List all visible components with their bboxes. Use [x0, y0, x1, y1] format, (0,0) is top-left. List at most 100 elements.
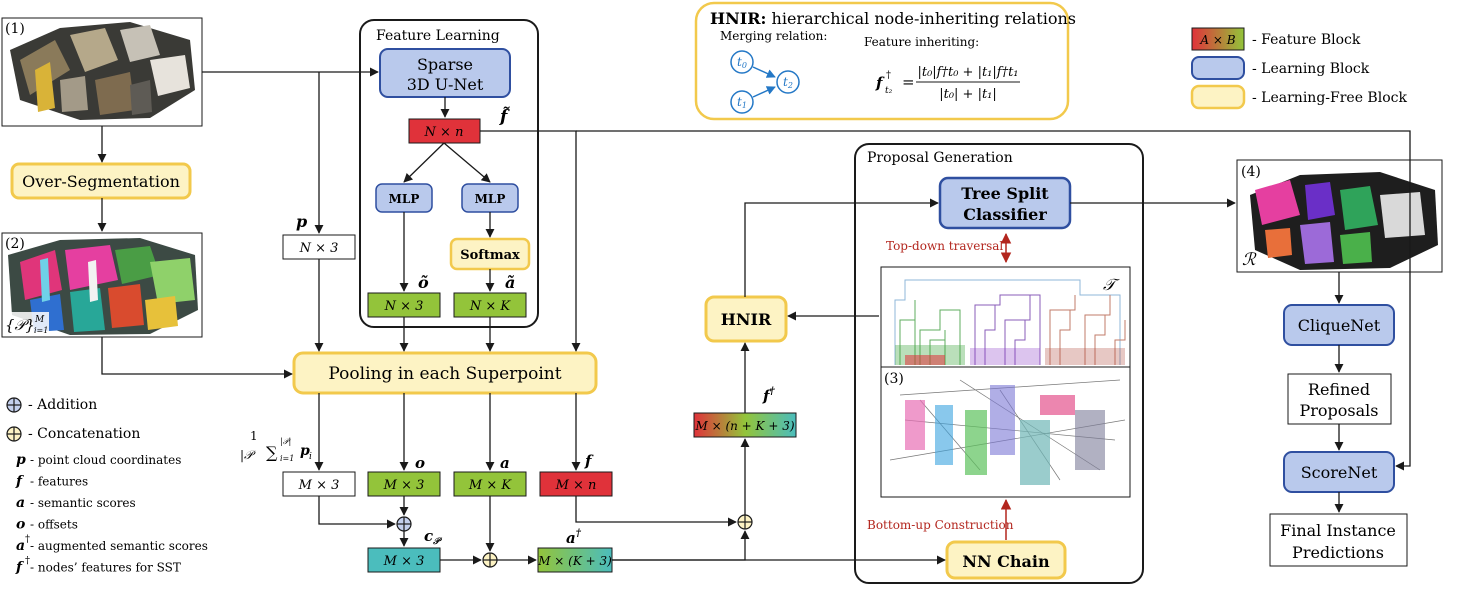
- mean-formula-one: 1: [250, 429, 258, 443]
- symbol-f-dagger: f†: [762, 386, 775, 405]
- block-M-by-3-offset-label: M × 3: [383, 478, 425, 493]
- scorenet-label: ScoreNet: [1301, 463, 1378, 482]
- symbol-a-dagger-base: a: [566, 529, 576, 547]
- panel-label-4: (4): [1241, 164, 1261, 180]
- tree-split-classifier-node: Tree Split Classifier: [938, 176, 1072, 230]
- symbol-c-p-base: c: [424, 527, 433, 545]
- node-t2: t2: [776, 70, 800, 94]
- addition-icon: [6, 397, 22, 413]
- symbol-o-tilde: õ: [418, 273, 429, 292]
- caption-sub: i=1: [34, 326, 48, 335]
- dendrogram-panel: 𝒯: [880, 266, 1131, 368]
- caption-brace-close: }: [25, 316, 35, 334]
- block-N-by-3-offset-label: N × 3: [384, 299, 424, 314]
- hnir-node: HNIR: [704, 295, 788, 343]
- merging-relation-label: Merging relation:: [720, 29, 827, 43]
- block-M-by-K-label: M × K: [468, 478, 512, 493]
- formula-lhs: f: [875, 74, 885, 92]
- block-N-by-K: N × K: [453, 292, 527, 318]
- final-predictions-node: Final Instance Predictions: [1269, 513, 1408, 567]
- legend-learning-block: - Learning Block: [1252, 61, 1370, 77]
- proposal-generation-title: Proposal Generation: [867, 150, 1013, 166]
- block-N-by-3-offset: N × 3: [367, 292, 441, 318]
- legend-var-description: - features: [30, 475, 88, 489]
- panel-label-1: (1): [5, 21, 25, 37]
- node-t1-sub: 1: [742, 101, 747, 110]
- symbol-p: p: [296, 212, 307, 231]
- legend-symbols: - Addition - Concatenation p- point clou…: [6, 397, 208, 576]
- legend-var-symbol: f: [15, 474, 25, 490]
- node-t1: t1: [730, 90, 754, 114]
- caption-sup: M: [34, 315, 45, 325]
- over-segmentation-label: Over-Segmentation: [22, 172, 180, 191]
- sparse-unet-line2: 3D U-Net: [407, 75, 484, 94]
- formula-lhs-sub: t₂: [885, 86, 893, 96]
- formula-lhs-sup: †: [886, 70, 891, 81]
- svg-text:HNIR: hierarchical node-inheri: HNIR: hierarchical node-inheriting relat…: [710, 9, 1076, 28]
- block-M-by-K: M × K: [453, 471, 527, 497]
- block-M-by-n-K-3-label: M × (n + K + 3): [694, 419, 794, 433]
- feature-inheriting-formula: f † t₂ = |t₀|f†t₀ + |t₁|f†t₁ |t₀| + |t₁|: [875, 65, 1020, 102]
- node-t2-label: t: [783, 75, 788, 89]
- pooling-label: Pooling in each Superpoint: [328, 364, 561, 384]
- node-t0: t0: [730, 50, 754, 74]
- edges: [97, 67, 1411, 565]
- symbol-f-dagger-sup: †: [769, 386, 775, 397]
- refined-line2: Proposals: [1300, 401, 1379, 420]
- addition-op: [396, 516, 412, 532]
- svg-text:f: f: [875, 74, 885, 92]
- bottom-up-label: Bottom-up Construction: [867, 518, 1014, 532]
- symbol-c-p-sub: 𝒫: [432, 537, 442, 547]
- proposal-tree-panel: (3): [880, 366, 1131, 498]
- hnir-title-rest: hierarchical node-inheriting relations: [766, 9, 1076, 28]
- nn-chain-node: NN Chain: [945, 540, 1067, 580]
- block-M-by-n-label: M × n: [555, 478, 597, 493]
- svg-text:t2: t2: [783, 75, 793, 90]
- nn-chain-label: NN Chain: [962, 552, 1050, 571]
- mlp-left-node: MLP: [375, 183, 433, 213]
- feature-learning-container: Feature Learning Sparse 3D U-Net N × n f…: [359, 19, 539, 328]
- hnir-title-bold: HNIR:: [710, 9, 766, 28]
- block-N-by-3-coords-label: N × 3: [299, 241, 339, 256]
- legend-var-sup: †: [25, 534, 30, 545]
- block-M-by-3-coords: M × 3: [282, 471, 356, 497]
- hnir-node-label: HNIR: [721, 310, 772, 329]
- legend-var-sup: †: [25, 556, 30, 567]
- mlp-right-label: MLP: [475, 192, 506, 206]
- legend-concatenation: - Concatenation: [28, 426, 140, 442]
- formula-eq: =: [902, 73, 915, 91]
- svg-text:t0: t0: [737, 55, 747, 70]
- mlp-right-node: MLP: [461, 183, 519, 213]
- svg-text:t1: t1: [737, 95, 747, 110]
- formula-numerator: |t₀|f†t₀ + |t₁|f†t₁: [917, 65, 1018, 80]
- block-M-by-K-plus-3: M × (K + 3): [537, 547, 613, 573]
- feature-inheriting-label: Feature inheriting:: [864, 35, 979, 49]
- block-M-by-3-offset: M × 3: [367, 471, 441, 497]
- legend-feature-block-inner: A × B: [1199, 33, 1235, 47]
- concat-op-1: [482, 552, 498, 568]
- legend-var-description: - nodes’ features for SST: [30, 561, 181, 575]
- superpoint-set-caption: {𝒫} M i=1: [3, 312, 49, 335]
- legend-learning-free-block: - Learning-Free Block: [1252, 90, 1407, 106]
- legend-block-types: A × B - Feature Block - Learning Block -…: [1190, 27, 1407, 110]
- mean-formula-sum-sub: i=1: [280, 454, 294, 463]
- pooling-node: Pooling in each Superpoint: [292, 351, 598, 395]
- caption-brace-open: {: [5, 316, 15, 334]
- proposal-generation-container: Proposal Generation Tree Split Classifie…: [854, 143, 1144, 584]
- legend-var-symbol: a: [16, 495, 25, 511]
- sparse-unet-line1: Sparse: [417, 55, 473, 74]
- concat-op-2: [737, 514, 753, 530]
- block-M-by-3-centroid: M × 3: [367, 547, 441, 573]
- mean-formula: 1 |𝒫 ∑ |𝒫| i=1 p i: [240, 429, 312, 463]
- proposal-set-symbol: ℛ: [1242, 250, 1257, 270]
- cliquenet-label: CliqueNet: [1298, 316, 1381, 335]
- final-line2: Predictions: [1292, 543, 1384, 562]
- panel-label-2: (2): [5, 236, 25, 252]
- tree-split-line1: Tree Split: [961, 184, 1049, 203]
- node-t2-sub: 2: [787, 81, 793, 90]
- legend-var-symbol: a: [16, 538, 25, 554]
- symbol-o: o: [415, 454, 425, 472]
- legend-var-description: - augmented semantic scores: [30, 539, 208, 553]
- mean-formula-sum: ∑: [266, 443, 278, 462]
